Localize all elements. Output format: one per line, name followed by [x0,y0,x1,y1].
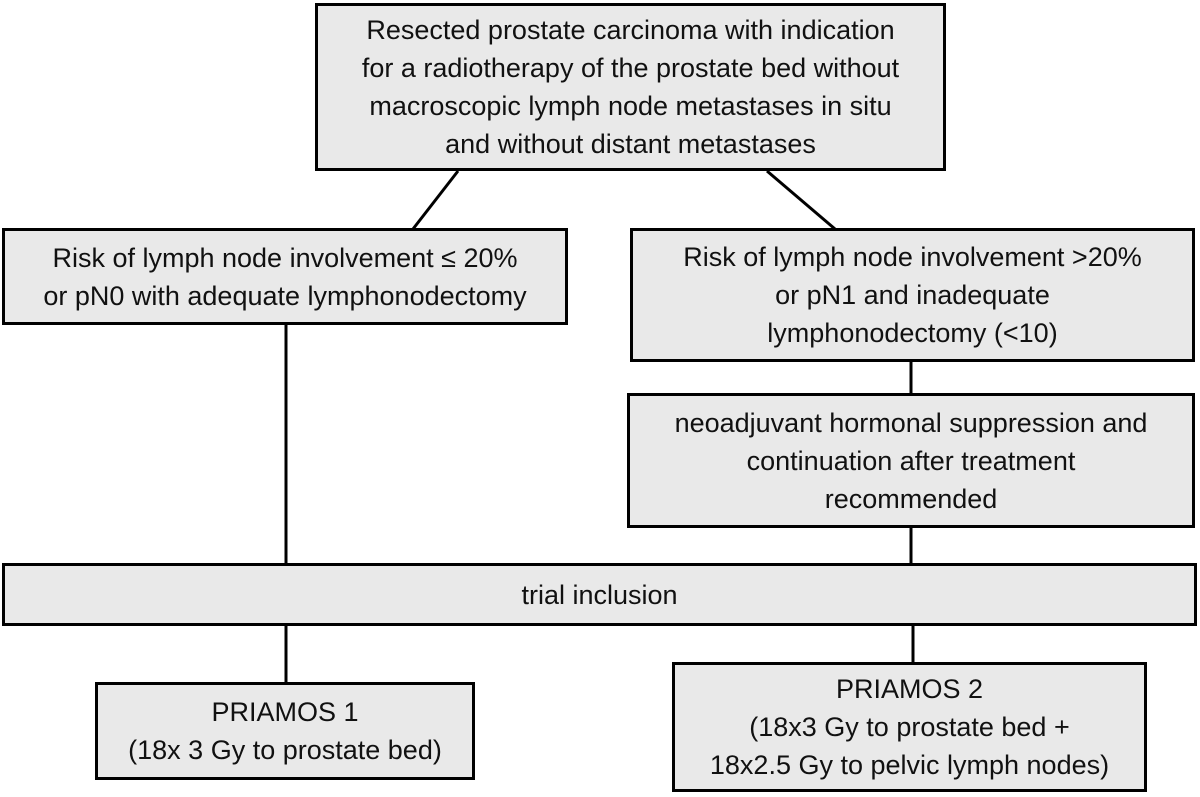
node-priamos-2: PRIAMOS 2 (18x3 Gy to prostate bed + 18x… [672,662,1147,792]
node-trial-inclusion-label: trial inclusion [521,579,678,610]
node-low-risk-line-1: Risk of lymph node involvement ≤ 20% [52,242,518,273]
node-root-line-3: macroscopic lymph node metastases in sit… [369,91,892,121]
node-high-risk: Risk of lymph node involvement >20% or p… [630,228,1195,362]
node-low-risk: Risk of lymph node involvement ≤ 20% or … [2,228,568,325]
node-priamos-1: PRIAMOS 1 (18x 3 Gy to prostate bed) [95,682,475,780]
node-priamos-2-dose-2: 18x2.5 Gy to pelvic lymph nodes) [709,750,1110,780]
node-high-risk-line-2: or pN1 and inadequate [775,280,1050,310]
node-high-risk-line-3: lymphonodectomy (<10) [767,318,1058,348]
node-trial-inclusion: trial inclusion [2,563,1197,626]
node-root-line-1: Resected prostate carcinoma with indicat… [366,15,895,45]
connector-root-to-low-risk [411,170,460,230]
node-hormonal-line-2: continuation after treatment [746,445,1076,476]
node-hormonal-line-1: neoadjuvant hormonal suppression and [674,407,1148,438]
node-priamos-2-dose-1: (18x3 Gy to prostate bed + [749,712,1070,742]
node-low-risk-line-2: or pN0 with adequate lymphonodectomy [43,280,527,311]
node-hormonal-line-3: recommended [824,483,998,514]
node-high-risk-line-1: Risk of lymph node involvement >20% [683,242,1142,272]
node-root-line-2: for a radiotherapy of the prostate bed w… [361,53,900,83]
node-priamos-2-title: PRIAMOS 2 [835,674,984,704]
connector-root-to-high-risk [766,169,836,231]
node-priamos-1-title: PRIAMOS 1 [211,697,359,727]
node-hormonal-suppression: neoadjuvant hormonal suppression and con… [627,393,1195,528]
node-priamos-1-dose: (18x 3 Gy to prostate bed) [128,735,442,765]
node-root-line-4: and without distant metastases [445,129,816,159]
node-root-condition: Resected prostate carcinoma with indicat… [315,3,946,171]
